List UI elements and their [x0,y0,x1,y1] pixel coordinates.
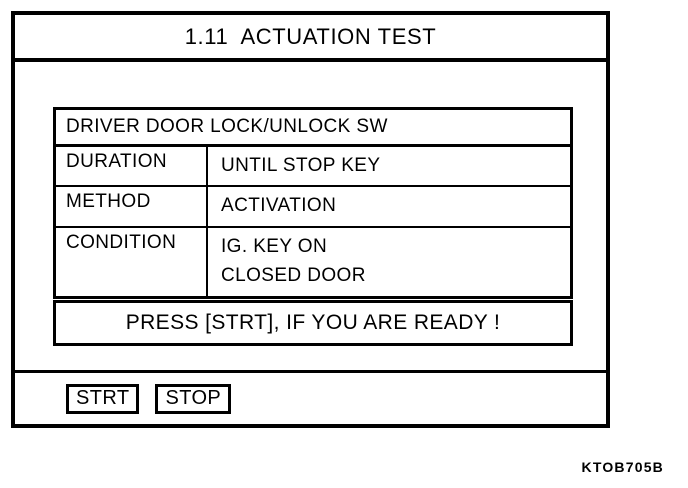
prompt-message-box: PRESS [STRT], IF YOU ARE READY ! [53,300,573,346]
screen-title-bar: 1.11 ACTUATION TEST [15,15,606,62]
actuation-spec-table: DRIVER DOOR LOCK/UNLOCK SW DURATION UNTI… [53,107,573,299]
table-row: METHOD ACTIVATION [56,186,570,228]
table-row: DRIVER DOOR LOCK/UNLOCK SW [56,110,570,147]
test-name-header: DRIVER DOOR LOCK/UNLOCK SW [56,110,570,147]
softkey-bar: STRT STOP [15,370,606,424]
screen-body: DRIVER DOOR LOCK/UNLOCK SW DURATION UNTI… [15,62,606,370]
stop-button[interactable]: STOP [155,383,232,414]
table-row: CONDITION IG. KEY ON CLOSED DOOR [56,226,570,296]
value-line: UNTIL STOP KEY [221,155,381,176]
table-row: DURATION UNTIL STOP KEY [56,145,570,188]
spec-value-method: ACTIVATION [207,186,570,228]
spec-label-condition: CONDITION [56,226,208,296]
value-line: ACTIVATION [221,195,337,217]
scan-tool-screen: 1.11 ACTUATION TEST DRIVER DOOR LOCK/UNL… [11,11,610,428]
figure-caption: KTOB705B [581,459,664,475]
value-line: IG. KEY ON [221,235,328,257]
prompt-message-text: PRESS [STRT], IF YOU ARE READY ! [125,311,501,334]
value-line: CLOSED DOOR [221,265,366,287]
page-title: 1.11 ACTUATION TEST [184,23,437,49]
spec-value-condition: IG. KEY ON CLOSED DOOR [207,227,570,296]
spec-value-duration: UNTIL STOP KEY [207,145,570,188]
spec-label-duration: DURATION [56,145,208,188]
spec-label-method: METHOD [56,186,208,228]
strt-button[interactable]: STRT [66,383,140,414]
